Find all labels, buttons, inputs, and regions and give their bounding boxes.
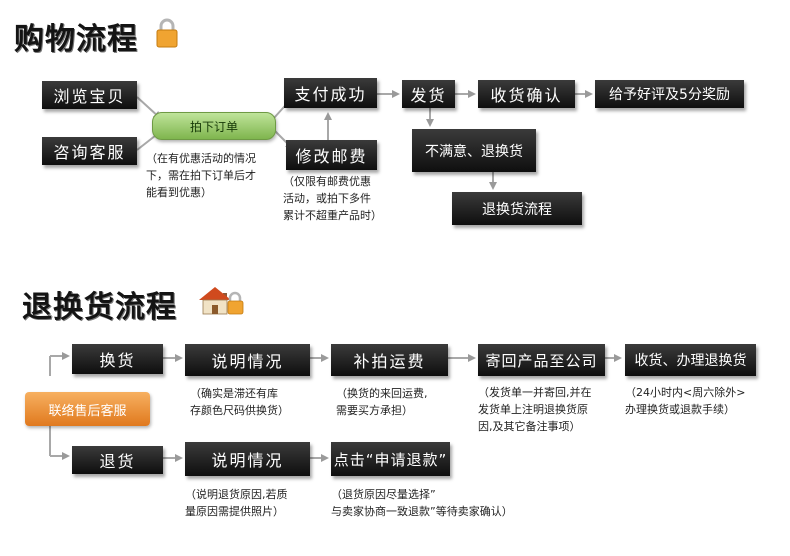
refund-box: 退货 [72,446,163,474]
receive-process-box: 收货、办理退换货 [625,344,756,376]
exchange-box: 换货 [72,344,163,374]
refund-agree-note: （退货原因尽量选择” 与卖家协商一致退款”等待卖家确认） [331,488,513,518]
shipping-cost-note: （换货的来回运费, 需要买方承担） [336,387,428,417]
explain-situation-box-2: 说明情况 [185,442,310,476]
consult-service-box: 咨询客服 [42,137,137,165]
shopping-flow-title: 购物流程 [14,22,138,57]
place-order-box: 拍下订单 [152,112,276,140]
payment-success-box: 支付成功 [284,78,377,108]
unsatisfied-return-box: 不满意、退换货 [412,129,536,172]
refund-reason-note: （说明退货原因,若质 量原因需提供照片） [185,488,288,518]
process-time-note: （24小时内<周六除外> 办理换货或退款手续） [625,386,746,416]
contact-aftersales-box: 联络售后客服 [25,392,150,426]
apply-refund-box: 点击“申请退款” [331,442,450,476]
explain-situation-box-1: 说明情况 [185,344,310,376]
return-flow-title: 退换货流程 [22,290,177,325]
ship-box: 发货 [402,80,455,108]
browse-items-box: 浏览宝贝 [42,81,137,109]
invoice-note: （发货单一并寄回,并在 发货单上注明退换货原 因,及其它备注事项） [478,386,592,433]
return-flow-box: 退换货流程 [452,192,582,225]
receive-confirm-box: 收货确认 [478,80,575,108]
stock-note: （确实是滞还有库 存颜色尺码供换货） [190,387,289,417]
promo-note: （在有优惠活动的情况 下，需在拍下订单后才 能看到优惠） [146,152,256,199]
good-review-box: 给予好评及5分奖励 [595,80,744,108]
send-back-box: 寄回产品至公司 [478,344,605,376]
house-icon [199,287,244,315]
postage-note: （仅限有邮费优惠 活动，或拍下多件 累计不超重产品时） [283,175,382,222]
modify-postage-box: 修改邮费 [286,140,377,170]
lock-icon [156,18,178,48]
pay-shipping-box: 补拍运费 [331,344,448,376]
